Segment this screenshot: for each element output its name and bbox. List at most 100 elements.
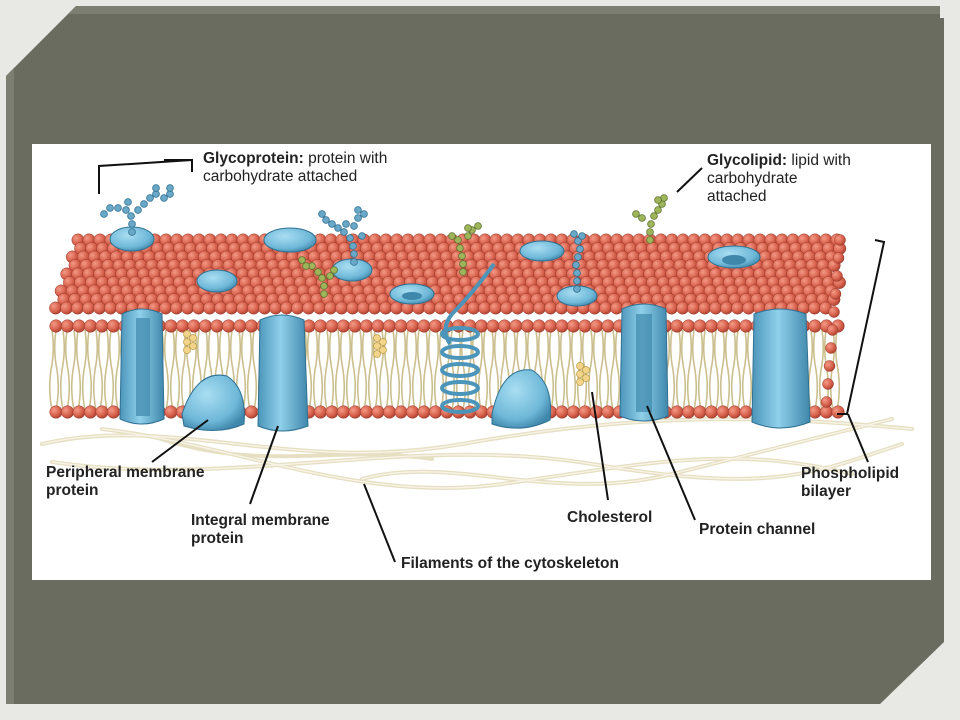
phospholipid-head	[698, 301, 712, 315]
phospholipid-head	[808, 301, 822, 315]
phospholipid-head	[467, 301, 481, 315]
protein-channel-label-text: Protein channel	[699, 521, 816, 538]
peripheral-membrane-protein	[491, 369, 552, 429]
phospholipid-head	[601, 405, 615, 419]
phospholipid-head	[826, 324, 839, 336]
carbohydrate-chain	[298, 256, 338, 298]
cell-membrane-diagram	[40, 158, 914, 563]
phospholipid-head	[394, 319, 408, 333]
phospholipid-head	[233, 319, 247, 333]
carbohydrate-chain	[448, 222, 482, 276]
phospholipid-head	[313, 301, 327, 315]
phospholipid-head	[357, 301, 371, 315]
phospholipid-head	[49, 405, 63, 419]
glycoprotein-term: Glycoprotein:	[203, 150, 304, 167]
phospholipid-head	[820, 396, 833, 408]
glycolipid-label: Glycolipid: lipid with carbohydrate atta…	[707, 152, 851, 206]
channel-leader	[646, 405, 696, 521]
phospholipid-head	[489, 301, 503, 315]
top-surface-heads	[49, 233, 847, 315]
phospholipid-head	[486, 319, 500, 333]
phospholipid-label-line1: Phospholipid	[801, 465, 900, 482]
phospholipid-head	[720, 301, 734, 315]
phospholipid-head	[478, 301, 492, 315]
phospholipid-head	[693, 405, 707, 419]
phospholipid-head	[269, 301, 283, 315]
phospholipid-head	[382, 319, 397, 333]
phospholipid-head	[709, 301, 723, 315]
phospholipid-head	[359, 405, 374, 419]
phospholipid-head	[434, 301, 448, 315]
phospholipid-head	[601, 319, 615, 333]
phospholipid-head	[244, 319, 259, 333]
phospholipid-head	[187, 319, 201, 333]
glycolipid-leader	[676, 167, 703, 193]
phospholipid-head	[244, 405, 259, 419]
carbohydrate-chain	[318, 206, 368, 266]
phospholipid-head	[828, 306, 840, 318]
phospholipid-head	[825, 342, 837, 354]
filaments-label: Filaments of the cytoskeleton	[401, 555, 619, 573]
integral-membrane-protein	[751, 308, 811, 429]
phospholipid-head	[544, 301, 558, 315]
bilayer-bracket	[837, 239, 886, 415]
filaments-label-text: Filaments of the cytoskeleton	[401, 555, 619, 572]
phospholipid-head	[566, 319, 581, 333]
phospholipid-head	[533, 301, 547, 315]
phospholipid-head	[313, 319, 328, 333]
protein-channel-label: Protein channel	[699, 521, 815, 539]
phospholipid-head	[822, 378, 834, 390]
phospholipid-head	[60, 405, 75, 419]
phospholipid-head	[405, 319, 420, 333]
phospholipid-head	[348, 319, 362, 333]
peripheral-label-line2: protein	[46, 482, 99, 499]
phospholipid-head	[291, 301, 305, 315]
phospholipid-head	[739, 319, 753, 333]
carbohydrate-chain	[100, 184, 174, 236]
phospholipid-head	[325, 319, 339, 333]
phospholipid-head	[394, 405, 408, 419]
phospholipid-head	[731, 301, 745, 315]
phospholipid-head	[198, 319, 213, 333]
phospholipid-head	[49, 319, 63, 333]
phospholipid-head	[520, 319, 535, 333]
phospholipid-head	[95, 319, 109, 333]
phospholipid-head	[739, 405, 753, 419]
phospholipid-head	[379, 301, 393, 315]
integral-label-line2: protein	[191, 530, 244, 547]
phospholipid-head	[681, 319, 696, 333]
phospholipid-head	[716, 319, 730, 333]
cholesterol-molecule	[373, 334, 387, 358]
phospholipid-head	[693, 319, 707, 333]
phospholipid-head	[71, 301, 85, 315]
peripheral-label-line1: Peripheral membrane	[46, 464, 205, 481]
phospholipid-head	[164, 319, 178, 333]
carbohydrate-chains	[100, 184, 668, 298]
phospholipid-head	[497, 319, 512, 333]
integral-proteins	[119, 303, 811, 432]
phospholipid-head	[500, 301, 514, 315]
phospholipid-head	[676, 301, 690, 315]
phospholipid-head	[164, 405, 178, 419]
integral-membrane-protein-label: Integral membrane protein	[191, 512, 330, 548]
phospholipid-head	[742, 301, 756, 315]
integral-leader	[249, 425, 279, 505]
cholesterol-leader	[591, 391, 609, 501]
glycoprotein-label: Glycoprotein: protein with carbohydrate …	[203, 150, 387, 186]
phospholipid-head	[60, 301, 74, 315]
phospholipid-head	[578, 319, 592, 333]
phospholipid-head	[324, 301, 338, 315]
phospholipid-head	[808, 319, 822, 333]
carbohydrate-chain	[632, 194, 668, 244]
phospholipid-head	[681, 405, 696, 419]
phospholipid-bilayer-label: Phospholipid bilayer	[801, 465, 899, 501]
phospholipid-head	[346, 301, 360, 315]
glycolipid-term: Glycolipid:	[707, 152, 788, 169]
glycoprotein-bracket	[98, 158, 193, 194]
phospholipid-head	[670, 319, 684, 333]
phospholipid-head	[247, 301, 261, 315]
phospholipid-head	[72, 319, 86, 333]
phospholipid-head	[704, 319, 719, 333]
phospholipid-head	[371, 405, 385, 419]
glycolipid-definition-line3: attached	[707, 188, 767, 205]
